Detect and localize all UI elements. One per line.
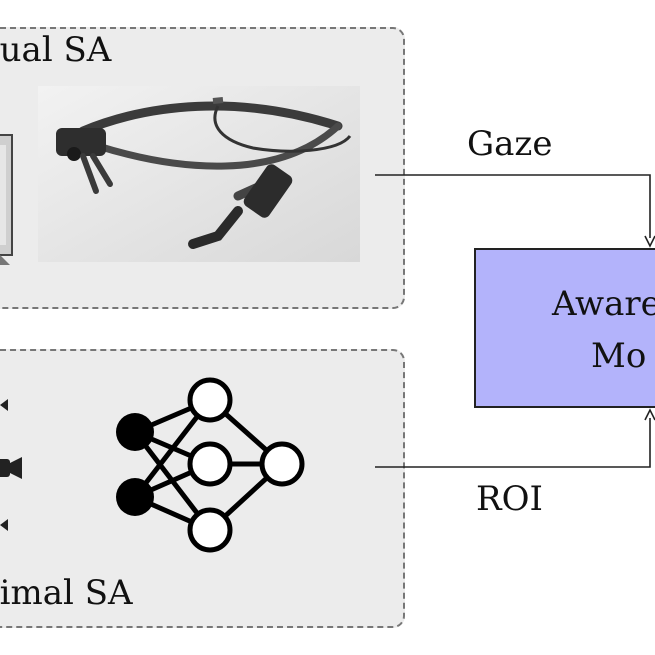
actual-sa-label: tual SA <box>0 30 112 70</box>
optimal-sa-label: timal SA <box>0 573 133 613</box>
neural-network-icon <box>116 377 305 553</box>
awareness-model-box <box>474 248 655 408</box>
monitor-icon <box>0 134 13 265</box>
gaze-label: Gaze <box>467 124 553 164</box>
roi-label: ROI <box>476 479 543 519</box>
eye-tracking-glasses-photo <box>38 86 360 262</box>
model-title-line1: Aware <box>552 284 655 324</box>
sensor-icons <box>0 399 22 531</box>
model-title-line2: Mo <box>591 336 647 376</box>
